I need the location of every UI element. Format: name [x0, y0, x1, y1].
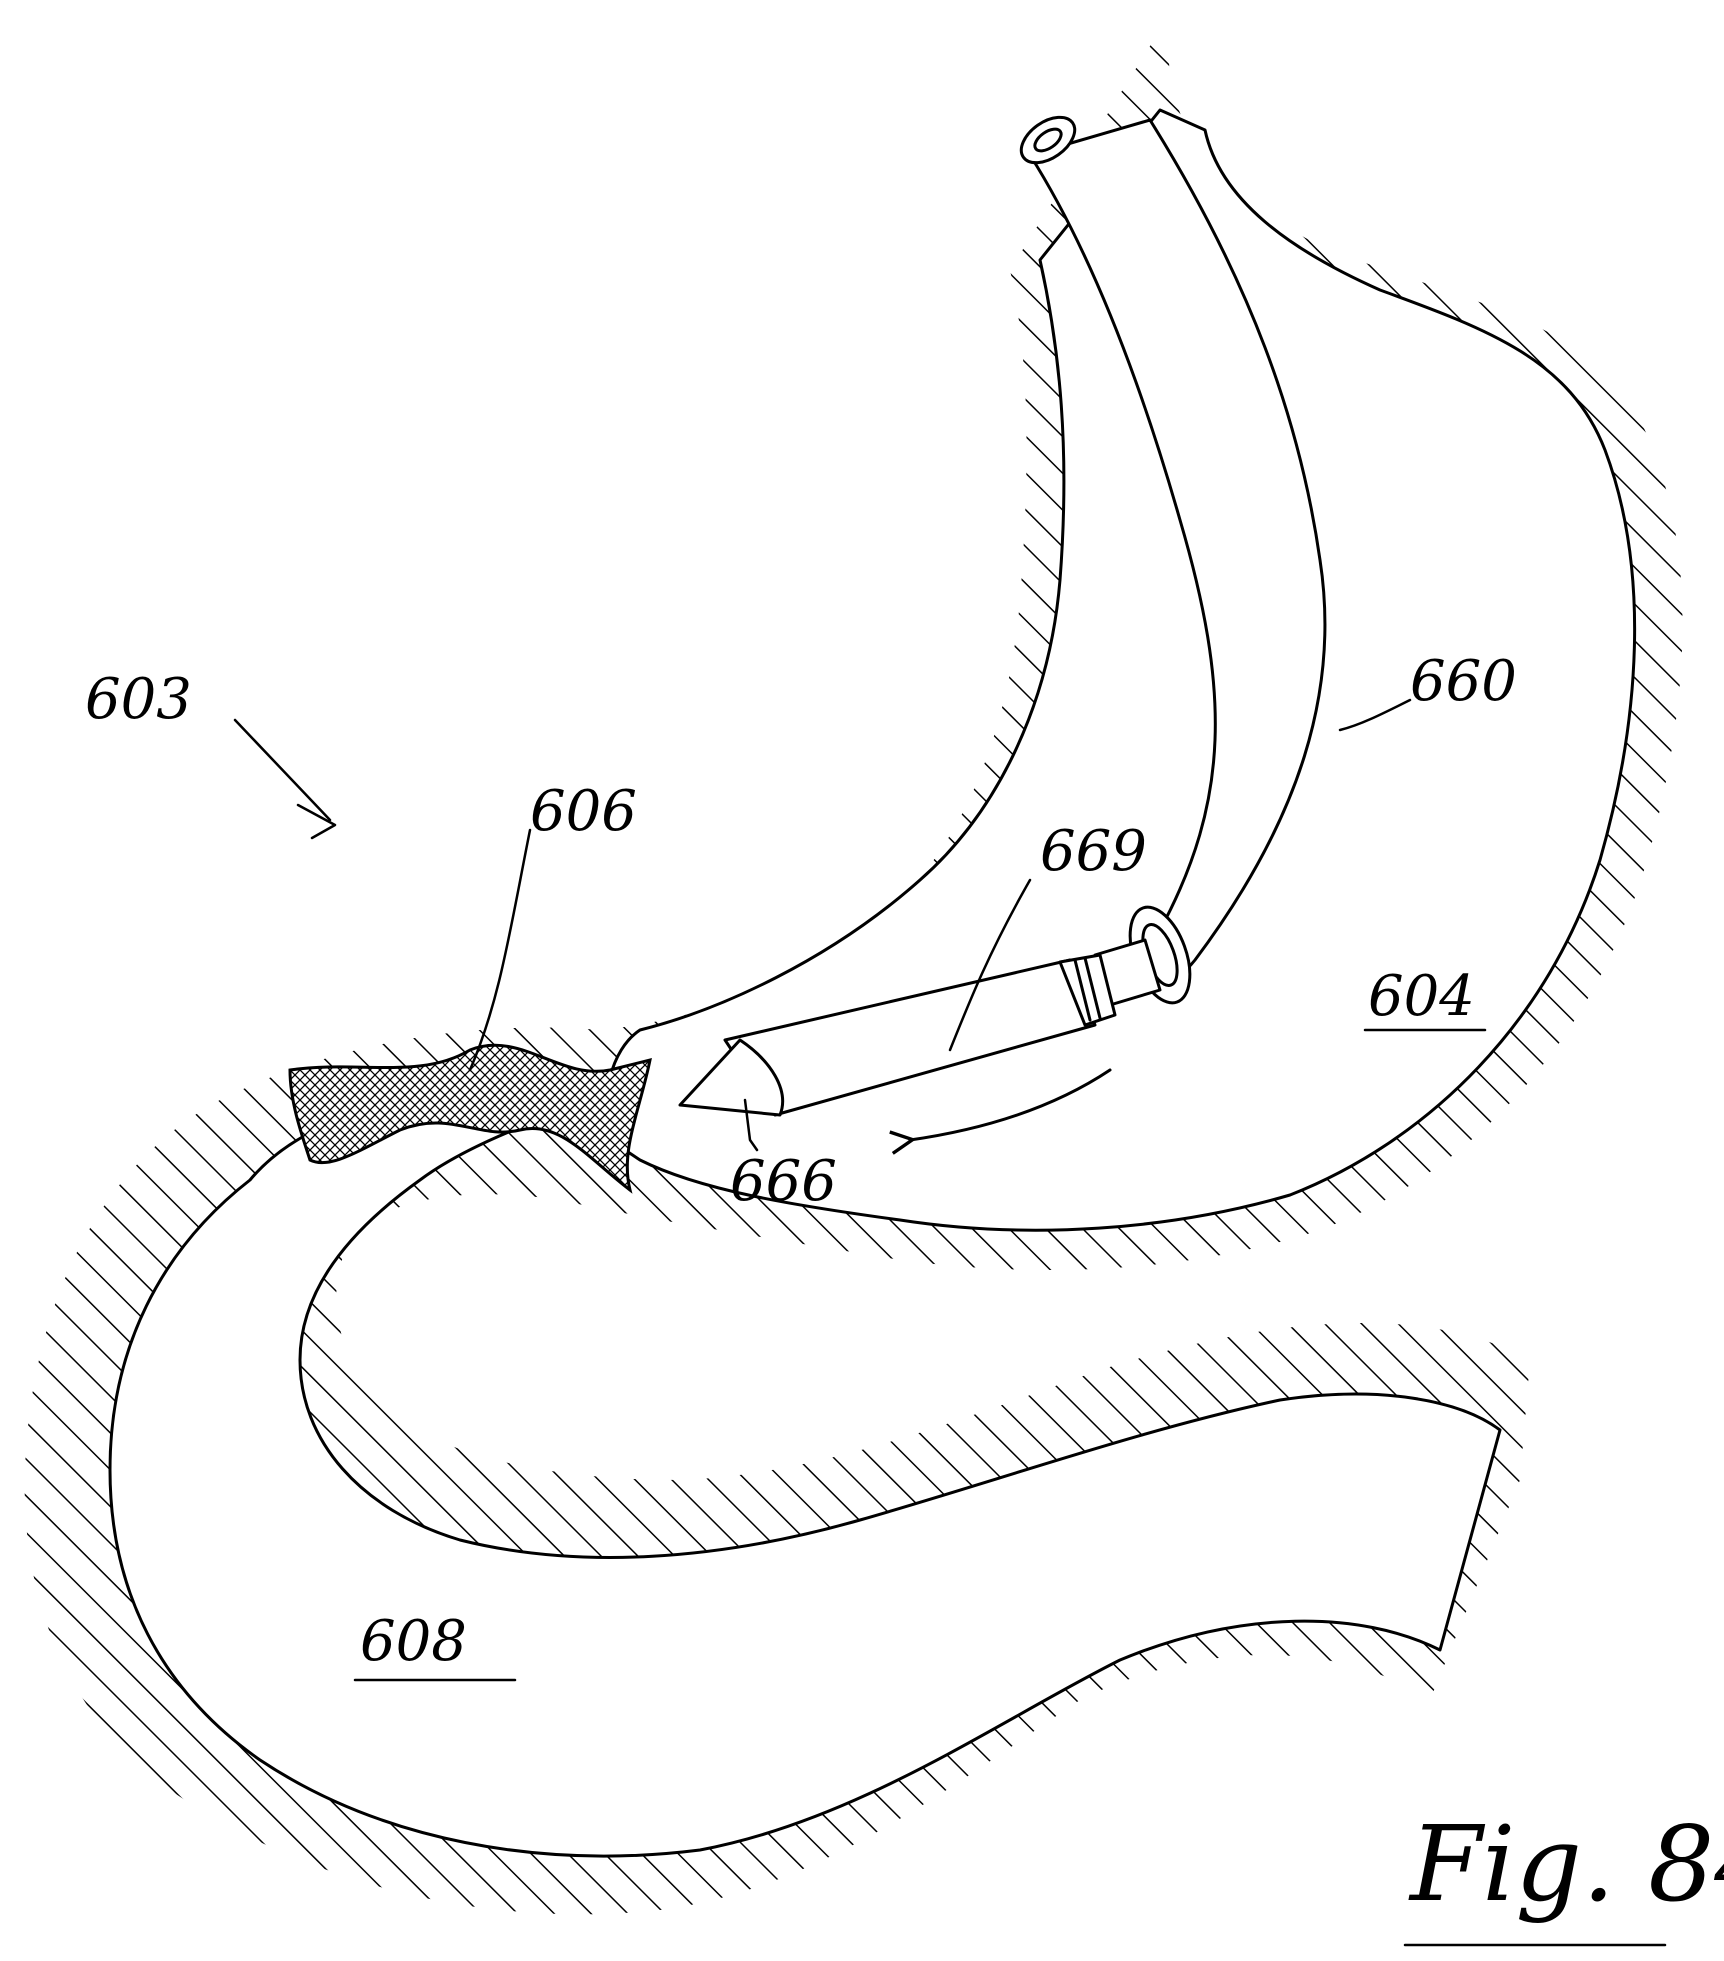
- label-660: 660: [1410, 649, 1517, 714]
- label-603: 603: [85, 667, 192, 732]
- label-608: 608: [360, 1609, 467, 1674]
- label-669: 669: [1040, 819, 1147, 884]
- label-666: 666: [730, 1149, 837, 1214]
- label-604: 604: [1368, 964, 1475, 1029]
- label-606: 606: [530, 779, 637, 844]
- figure-label: Fig. 84: [1408, 1803, 1724, 1925]
